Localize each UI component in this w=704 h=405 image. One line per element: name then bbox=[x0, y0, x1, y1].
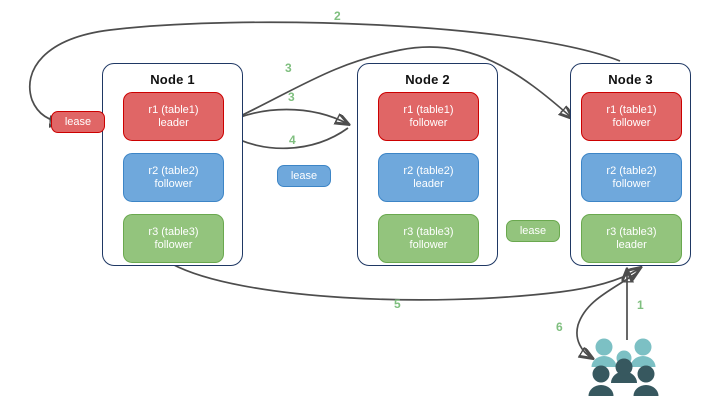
replica-role: follower bbox=[409, 116, 448, 129]
replica-node1-r3[interactable]: r3 (table3) follower bbox=[123, 214, 224, 263]
node-title: Node 3 bbox=[608, 72, 653, 87]
replica-node3-r2[interactable]: r2 (table2) follower bbox=[581, 153, 682, 202]
replica-node2-r2[interactable]: r2 (table2) leader bbox=[378, 153, 479, 202]
node-container-node3[interactable]: Node 3 r1 (table1) follower r2 (table2) … bbox=[570, 63, 691, 266]
arrow-step-6 bbox=[577, 271, 639, 358]
replica-name: r3 (table3) bbox=[606, 225, 657, 238]
step-label-1: 1 bbox=[637, 298, 644, 312]
replica-role: leader bbox=[616, 238, 647, 251]
step-label-5: 5 bbox=[394, 297, 401, 311]
step-label-4: 4 bbox=[289, 133, 296, 147]
lease-chip-table3[interactable]: lease bbox=[506, 220, 560, 242]
replica-node1-r2[interactable]: r2 (table2) follower bbox=[123, 153, 224, 202]
replica-role: leader bbox=[413, 177, 444, 190]
node-title: Node 1 bbox=[150, 72, 195, 87]
users-group-icon bbox=[588, 338, 659, 396]
replica-role: follower bbox=[154, 177, 193, 190]
replica-node2-r1[interactable]: r1 (table1) follower bbox=[378, 92, 479, 141]
replica-role: follower bbox=[612, 116, 651, 129]
arrow-step-5 bbox=[171, 263, 640, 301]
node-container-node1[interactable]: Node 1 r1 (table1) leader r2 (table2) fo… bbox=[102, 63, 243, 266]
replica-name: r1 (table1) bbox=[403, 103, 454, 116]
step-label-3b: 3 bbox=[288, 90, 295, 104]
replica-node2-r3[interactable]: r3 (table3) follower bbox=[378, 214, 479, 263]
step-label-2: 2 bbox=[334, 9, 341, 23]
node-title: Node 2 bbox=[405, 72, 450, 87]
replica-name: r2 (table2) bbox=[403, 164, 454, 177]
step-label-6: 6 bbox=[556, 320, 563, 334]
replica-name: r3 (table3) bbox=[148, 225, 199, 238]
arrow-step-4 bbox=[228, 127, 349, 150]
replica-node3-r1[interactable]: r1 (table1) follower bbox=[581, 92, 682, 141]
replica-role: follower bbox=[612, 177, 651, 190]
arrow-step-2 bbox=[28, 21, 621, 122]
replica-name: r1 (table1) bbox=[148, 103, 199, 116]
replica-role: leader bbox=[158, 116, 189, 129]
lease-chip-table2[interactable]: lease bbox=[277, 165, 331, 187]
replica-name: r2 (table2) bbox=[606, 164, 657, 177]
replica-node3-r3[interactable]: r3 (table3) leader bbox=[581, 214, 682, 263]
replica-role: follower bbox=[409, 238, 448, 251]
lease-chip-table1[interactable]: lease bbox=[51, 111, 105, 133]
replica-name: r3 (table3) bbox=[403, 225, 454, 238]
arrow-step-3-to-node3 bbox=[221, 46, 572, 126]
node-container-node2[interactable]: Node 2 r1 (table1) follower r2 (table2) … bbox=[357, 63, 498, 266]
step-label-3a: 3 bbox=[285, 61, 292, 75]
replica-node1-r1[interactable]: r1 (table1) leader bbox=[123, 92, 224, 141]
replica-name: r1 (table1) bbox=[606, 103, 657, 116]
replica-name: r2 (table2) bbox=[148, 164, 199, 177]
replica-role: follower bbox=[154, 238, 193, 251]
